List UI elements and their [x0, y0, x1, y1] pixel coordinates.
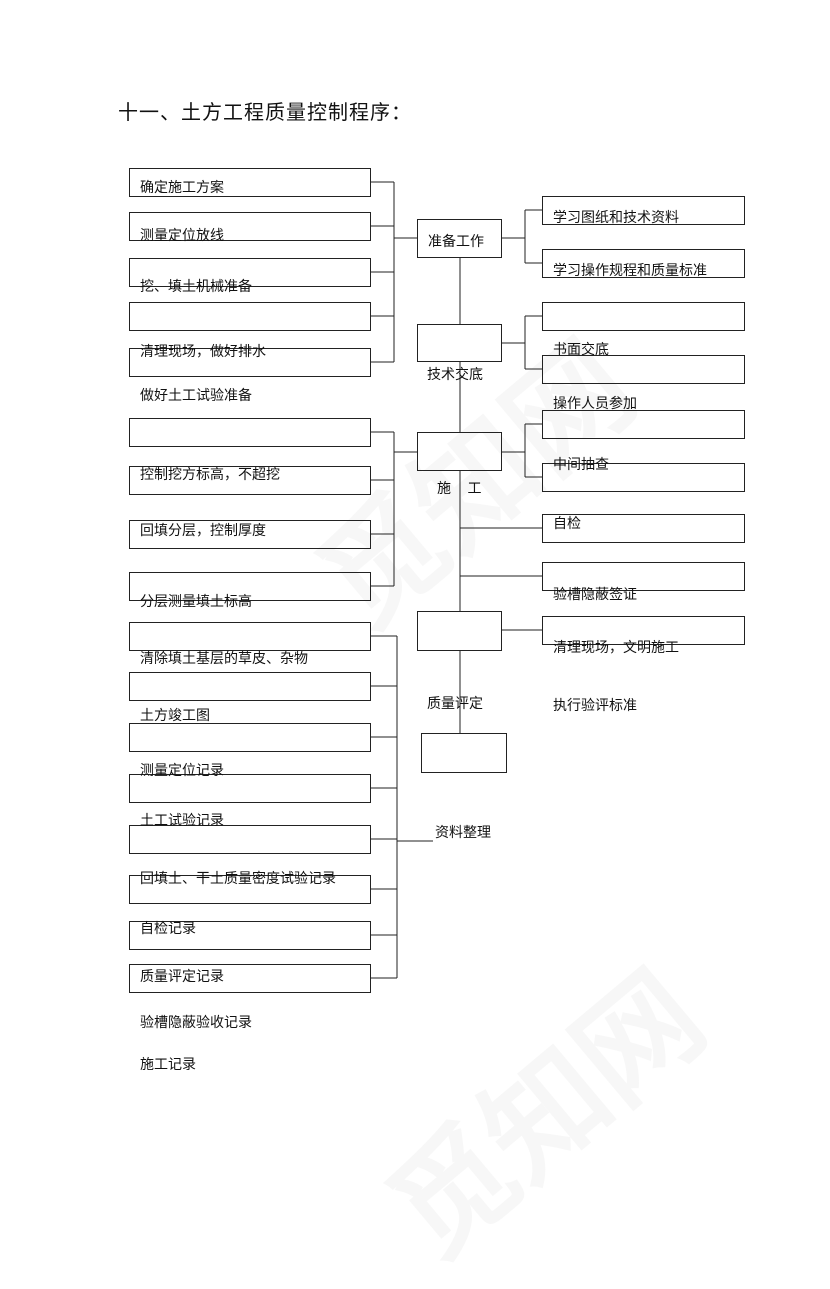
left-item-label: 回填分层，控制厚度: [140, 523, 266, 539]
left-item-label: 控制挖方标高，不超挖: [140, 467, 280, 483]
right-box-6: [542, 463, 745, 492]
left-item-label: 回填土、干土质量密度试验记录: [140, 871, 336, 887]
right-box-2: [542, 249, 745, 278]
center-label-quality: 质量评定: [427, 696, 483, 712]
right-item-label: 书面交底: [553, 342, 609, 358]
right-box-9: [542, 616, 745, 645]
left-box-7: [129, 466, 371, 495]
left-box-10: [129, 622, 371, 651]
left-item-label: 清理现场，做好排水: [140, 344, 266, 360]
center-box-docs: [421, 733, 507, 773]
center-label-docs: 资料整理: [435, 825, 491, 841]
center-label-construct: 施 工: [437, 481, 488, 497]
left-box-12: [129, 723, 371, 752]
left-item-label: 自检记录: [140, 921, 196, 937]
right-box-3: [542, 302, 745, 331]
right-box-4: [542, 355, 745, 384]
left-box-11: [129, 672, 371, 701]
right-box-1: [542, 196, 745, 225]
left-box-5: [129, 348, 371, 377]
left-item-label: 做好土工试验准备: [140, 388, 252, 404]
center-box-construct: [417, 432, 502, 471]
left-item-label: 测量定位放线: [140, 228, 224, 244]
left-box-6: [129, 418, 371, 447]
center-box-tech: [417, 324, 502, 362]
right-item-label: 操作人员参加: [553, 396, 637, 412]
center-box-quality: [417, 611, 502, 651]
center-label-prep: 准备工作: [428, 234, 484, 250]
left-box-17: [129, 964, 371, 993]
left-item-label: 确定施工方案: [140, 180, 224, 196]
right-box-8: [542, 562, 745, 591]
left-item-label: 挖、填土机械准备: [140, 279, 252, 295]
left-box-9: [129, 572, 371, 601]
left-box-13: [129, 774, 371, 803]
left-item-label: 测量定位记录: [140, 763, 224, 779]
right-box-5: [542, 410, 745, 439]
left-item-label: 土工试验记录: [140, 813, 224, 829]
left-item-label: 施工记录: [140, 1057, 196, 1073]
right-item-label: 自检: [553, 516, 581, 532]
flowchart-connectors: [371, 181, 542, 979]
left-box-8: [129, 520, 371, 549]
left-box-15: [129, 875, 371, 904]
left-box-14: [129, 825, 371, 854]
left-item-label: 质量评定记录: [140, 969, 224, 985]
left-box-2: [129, 212, 371, 241]
center-box-prep: [417, 219, 502, 258]
right-item-label: 学习图纸和技术资料: [553, 210, 679, 226]
right-item-label: 学习操作规程和质量标准: [553, 263, 707, 279]
left-item-label: 分层测量填土标高: [140, 594, 252, 610]
left-box-3: [129, 258, 371, 287]
right-item-label: 中间抽查: [553, 457, 609, 473]
left-item-label: 土方竣工图: [140, 708, 210, 724]
center-label-tech: 技术交底: [427, 367, 483, 383]
left-box-16: [129, 921, 371, 950]
left-item-label: 验槽隐蔽验收记录: [140, 1015, 252, 1031]
right-item-label: 执行验评标准: [553, 698, 637, 714]
left-item-label: 清除填土基层的草皮、杂物: [140, 651, 308, 667]
right-item-label: 清理现场，文明施工: [553, 640, 679, 656]
right-box-7: [542, 514, 745, 543]
right-item-label: 验槽隐蔽签证: [553, 587, 637, 603]
left-box-1: [129, 168, 371, 197]
page-title: 十一、土方工程质量控制程序：: [118, 100, 412, 124]
left-box-4: [129, 302, 371, 331]
